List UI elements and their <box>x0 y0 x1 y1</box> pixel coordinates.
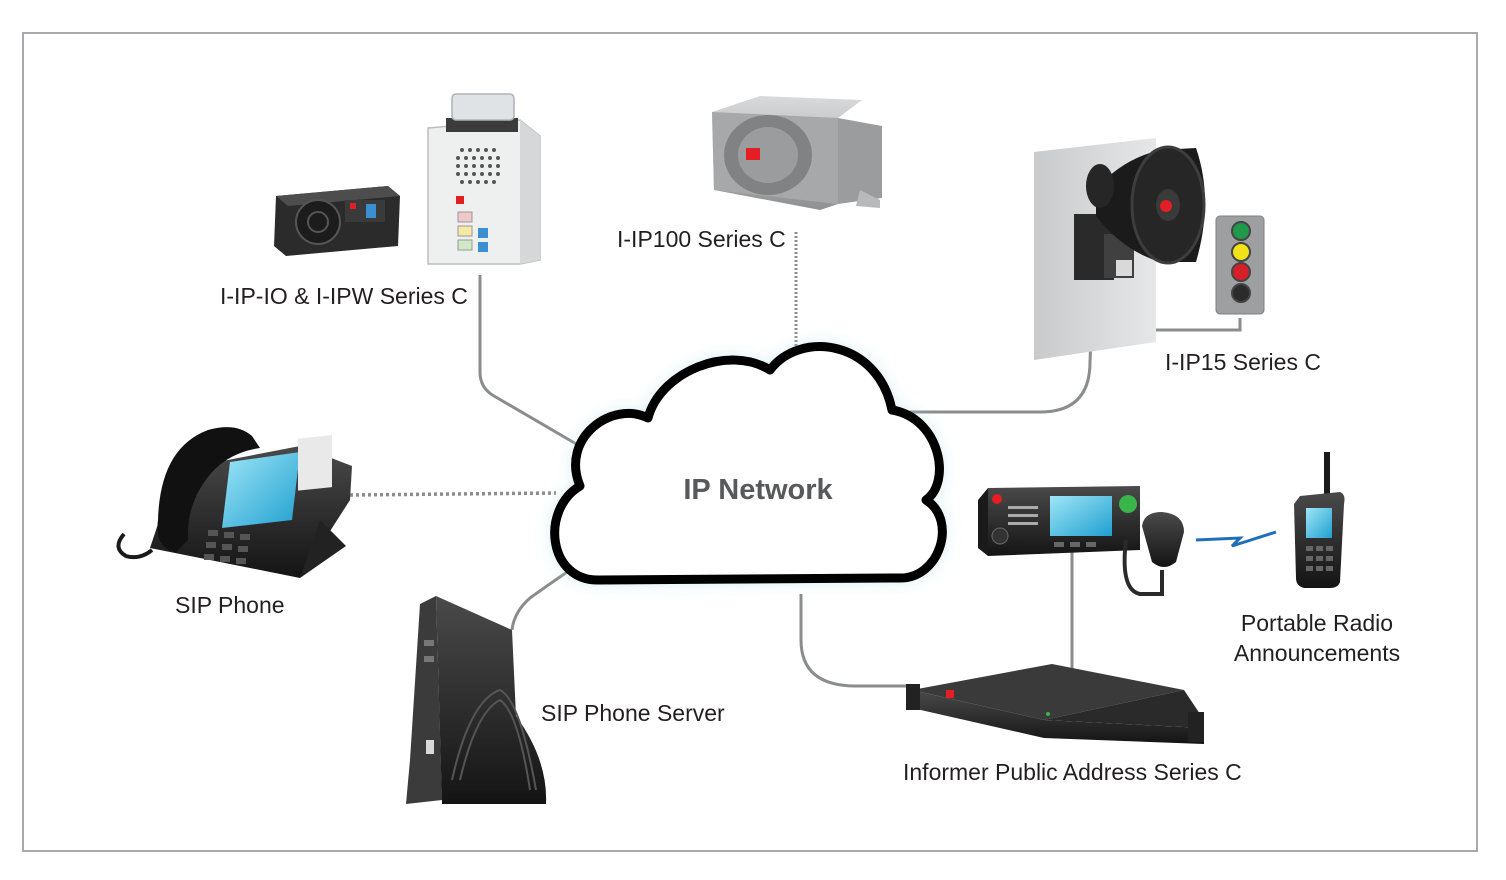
link-server <box>510 564 577 631</box>
ipw-wall-unit-icon <box>427 93 541 265</box>
link-informer <box>799 594 912 688</box>
portable-radio-icon <box>1294 452 1345 588</box>
ip-network-cloud <box>550 342 947 585</box>
radio-signal-icon <box>1195 530 1277 548</box>
network-links <box>349 232 1242 688</box>
mobile-radio-icon <box>978 486 1184 596</box>
ip15-control-station-icon <box>1215 215 1265 315</box>
link-ip15 <box>892 283 1095 414</box>
ip100-speaker-icon <box>712 96 882 210</box>
label-ip15: I-IP15 Series C <box>1165 349 1321 375</box>
ip15-speaker-icon <box>1034 138 1206 360</box>
ip-network-label: IP Network <box>683 474 833 506</box>
informer-rack-icon <box>906 664 1204 744</box>
link-phone <box>349 491 557 497</box>
io-speaker-icon <box>274 186 400 256</box>
label-radio-line2: Announcements <box>1233 640 1401 666</box>
label-io: I-IP-IO & I-IPW Series C <box>220 283 468 309</box>
label-server: SIP Phone Server <box>541 700 725 726</box>
label-radio-line1: Portable Radio <box>1240 610 1394 636</box>
link-io <box>478 275 591 454</box>
label-ip100: I-IP100 Series C <box>617 226 786 252</box>
label-radio: Portable Radio Announcements <box>1222 608 1412 668</box>
sip-server-icon <box>406 596 547 804</box>
sip-phone-icon <box>116 427 352 578</box>
label-informer: Informer Public Address Series C <box>903 759 1242 785</box>
label-phone: SIP Phone <box>175 592 285 618</box>
